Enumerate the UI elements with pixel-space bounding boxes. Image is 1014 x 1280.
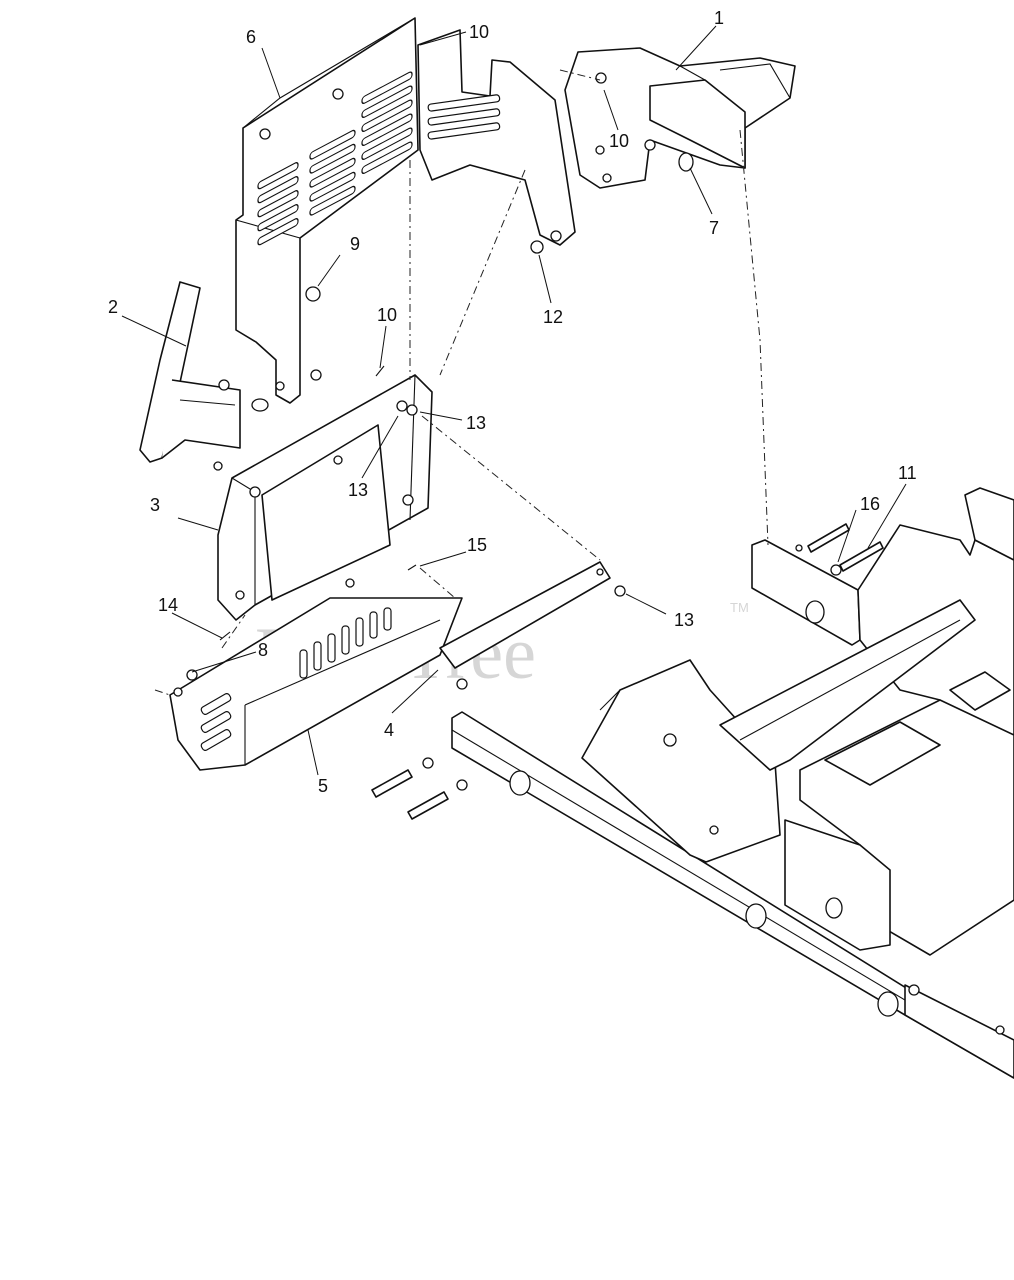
callout-4: 4 (384, 720, 394, 740)
callout-labels: 1 2 3 4 5 6 7 8 9 10 10 10 11 12 13 13 1… (108, 8, 917, 796)
callout-7: 7 (709, 218, 719, 238)
part-6-mount-hole (332, 88, 344, 100)
part-16-washer (830, 564, 842, 576)
part-14-screw (219, 631, 231, 641)
callout-14: 14 (158, 595, 178, 615)
part-12-nut (530, 240, 544, 254)
callout-16: 16 (860, 494, 880, 514)
callout-13-mid: 13 (348, 480, 368, 500)
callout-13-upper: 13 (466, 413, 486, 433)
part-5-lower-panel (169, 597, 463, 771)
bolts-lower (371, 757, 468, 820)
part-6-mount-hole (259, 128, 271, 140)
callout-3: 3 (150, 495, 160, 515)
part-6-rear-vent-panel (235, 17, 419, 404)
part-9-clip (305, 286, 321, 302)
callout-10-lower: 10 (377, 305, 397, 325)
part-7-washer (678, 152, 694, 172)
callout-leaders (121, 25, 907, 776)
part-6-nut (310, 369, 322, 381)
part-13-nut (614, 585, 626, 597)
part-15-screw (407, 564, 417, 571)
callout-1: 1 (714, 8, 724, 28)
part-16-bolt (839, 541, 884, 572)
callout-15: 15 (467, 535, 487, 555)
callout-9: 9 (350, 234, 360, 254)
callout-10-top: 10 (469, 22, 489, 42)
callout-11: 11 (898, 463, 917, 483)
callout-5: 5 (318, 776, 328, 796)
callout-2: 2 (108, 297, 118, 317)
callout-12: 12 (543, 307, 563, 327)
chassis-frame (451, 487, 1014, 1079)
part-6-vent-slots (257, 71, 413, 246)
assembly-lines (154, 69, 769, 696)
part-5-vent-slots (299, 607, 392, 679)
part-6-nut (275, 381, 285, 391)
part-10-screw (375, 365, 385, 377)
callout-6: 6 (246, 27, 256, 47)
watermark-trademark: TM (730, 600, 749, 615)
part-4-long-bar (439, 561, 611, 690)
callout-13-right: 13 (674, 610, 694, 630)
callout-8: 8 (258, 640, 268, 660)
part-2-side-bracket (139, 281, 269, 471)
callout-10-bracket: 10 (609, 131, 629, 151)
part-inner-side-panel (417, 29, 576, 246)
part-3-mount-frame (217, 374, 433, 621)
part-1-upper-bracket (564, 47, 796, 189)
